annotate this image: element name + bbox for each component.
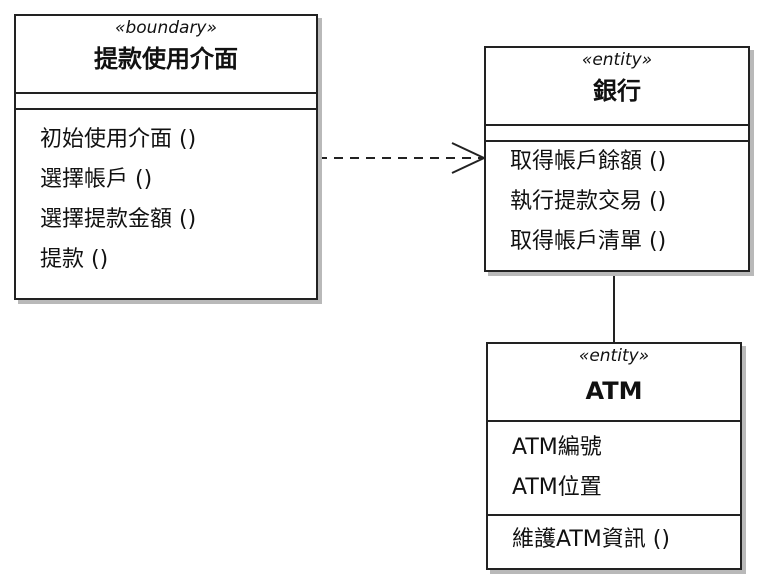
class-header: «entity» 銀行 [486, 48, 748, 126]
stereotype-label: «entity» [578, 346, 650, 366]
operations-section: 初始使用介面 () 選擇帳戶 () 選擇提款金額 () 提款 () [16, 110, 316, 280]
class-withdraw-ui[interactable]: «boundary» 提款使用介面 初始使用介面 () 選擇帳戶 () 選擇提款… [14, 14, 318, 300]
attribute: ATM編號 [512, 435, 602, 460]
operation: 初始使用介面 () [40, 127, 197, 152]
operation: 維護ATM資訊 () [512, 527, 670, 552]
operations-section: 取得帳戶餘額 () 執行提款交易 () 取得帳戶清單 () [486, 142, 748, 262]
class-name: 銀行 [593, 77, 641, 105]
class-atm[interactable]: «entity» ATM ATM編號 ATM位置 維護ATM資訊 () [486, 342, 742, 570]
stereotype-label: «entity» [581, 50, 653, 70]
operation: 選擇帳戶 () [40, 167, 153, 192]
class-header: «entity» ATM [488, 344, 740, 422]
stereotype-label: «boundary» [115, 18, 217, 38]
attributes-section: ATM編號 ATM位置 [488, 422, 740, 516]
operation: 取得帳戶清單 () [510, 229, 667, 254]
attributes-section [486, 126, 748, 142]
class-bank[interactable]: «entity» 銀行 取得帳戶餘額 () 執行提款交易 () 取得帳戶清單 (… [484, 46, 750, 272]
operation: 提款 () [40, 247, 109, 272]
operation: 選擇提款金額 () [40, 207, 197, 232]
attributes-section [16, 94, 316, 110]
class-name: 提款使用介面 [94, 45, 238, 73]
operation: 執行提款交易 () [510, 189, 667, 214]
operations-section: 維護ATM資訊 () [488, 516, 740, 560]
operation: 取得帳戶餘額 () [510, 149, 667, 174]
attribute: ATM位置 [512, 475, 602, 500]
class-name: ATM [585, 377, 643, 405]
class-header: «boundary» 提款使用介面 [16, 16, 316, 94]
